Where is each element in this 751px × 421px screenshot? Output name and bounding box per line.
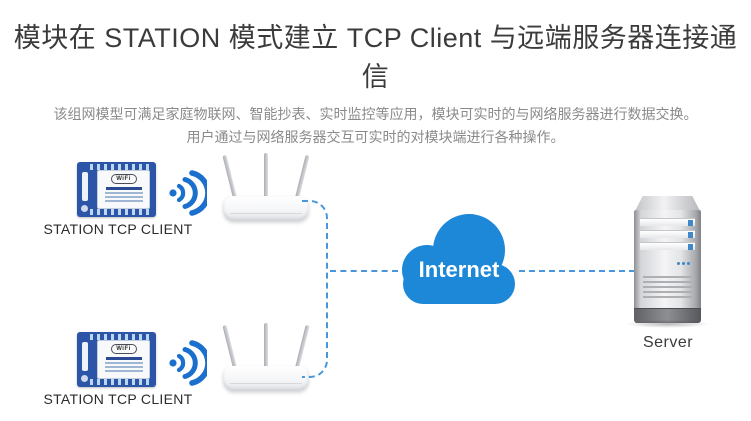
server-label: Server: [642, 334, 694, 351]
server-base: [634, 308, 701, 323]
module-spec-text-line: [104, 370, 143, 372]
subtitle-line-2: 用户通过与网络服务器交互可实时的对模块端进行各种操作。: [186, 129, 565, 145]
module-antenna-strip: [82, 172, 88, 201]
module-screw: [81, 375, 88, 382]
internet-label: Internet: [419, 257, 500, 282]
server-tower-icon: [625, 196, 710, 330]
server-drive-bay: [640, 218, 695, 226]
server-top-face: [634, 196, 701, 213]
module-antenna-strip: [82, 342, 88, 371]
module-label-sticker: WiFi: [97, 170, 150, 209]
dashed-link-routers-bracket: [302, 200, 328, 378]
wifi-logo-badge: WiFi: [110, 344, 137, 354]
wifi-logo-badge: WiFi: [110, 174, 137, 184]
server-indicator-dots: [677, 262, 690, 265]
module-spec-text-line: [104, 200, 143, 202]
router-bottom: [222, 322, 310, 391]
station-tcp-client-label-top: STATION TCP CLIENT: [43, 221, 193, 237]
module-pins: [90, 209, 153, 215]
internet-cloud-icon: Internet: [402, 214, 515, 304]
router-antenna: [264, 153, 268, 203]
wifi-module-bottom: WiFi: [77, 332, 156, 387]
module-spec-text-line: [104, 192, 143, 194]
router-body: [223, 366, 309, 391]
page-title: 模块在 STATION 模式建立 TCP Client 与远端服务器连接通信: [13, 23, 738, 92]
header: 模块在 STATION 模式建立 TCP Client 与远端服务器连接通信 该…: [0, 0, 751, 149]
module-screw: [81, 205, 88, 212]
module-spec-text-line: [104, 366, 143, 368]
server-drive-bay: [640, 230, 695, 238]
module-label-sticker: WiFi: [97, 340, 150, 379]
wifi-signal-icon: [169, 340, 207, 386]
module-model-text-line: [105, 187, 142, 190]
module-pins: [90, 164, 153, 170]
server-vents: [643, 276, 692, 300]
station-tcp-client-label-bottom: STATION TCP CLIENT: [43, 391, 193, 407]
router-antenna: [264, 323, 268, 373]
module-model-text-line: [105, 357, 142, 360]
module-pins: [90, 334, 153, 340]
subtitle-line-1: 该组网模型可满足家庭物联网、智能抄表、实时监控等应用，模块可实时的与网络服务器进…: [53, 106, 698, 122]
wifi-module-top: WiFi: [77, 162, 156, 217]
dashed-link-to-cloud: [330, 270, 398, 272]
router-body: [223, 196, 309, 221]
module-pins: [90, 379, 153, 385]
router-top: [222, 152, 310, 221]
server-shadow: [625, 320, 710, 328]
module-spec-text-line: [104, 362, 143, 364]
server-front-panel: [634, 210, 701, 310]
server-drive-bay: [640, 242, 695, 250]
dashed-link-cloud-to-server: [519, 270, 635, 272]
module-spec-text-line: [104, 196, 143, 198]
wifi-signal-icon: [169, 170, 207, 216]
